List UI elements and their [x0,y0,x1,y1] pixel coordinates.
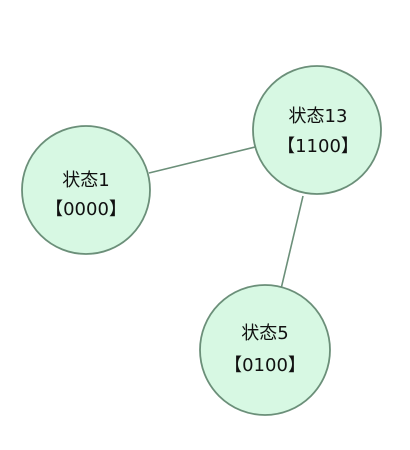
node-state13-name: 状态13 [289,106,348,127]
node-state13-code: 【1100】 [277,136,359,157]
node-state5-circle [199,284,331,416]
node-state1-code: 【0000】 [45,199,127,220]
node-state13: 状态13 【1100】 [252,65,382,195]
node-state1-circle [21,125,151,255]
edge-state1-state13 [148,146,256,174]
edge-state13-state5 [280,195,304,290]
node-state5: 状态5 【0100】 [199,284,331,416]
node-state13-circle [252,65,382,195]
node-state5-name: 状态5 [241,323,288,344]
node-state5-code: 【0100】 [224,355,306,376]
node-state1-name: 状态1 [62,170,109,191]
node-state1: 状态1 【0000】 [21,125,151,255]
